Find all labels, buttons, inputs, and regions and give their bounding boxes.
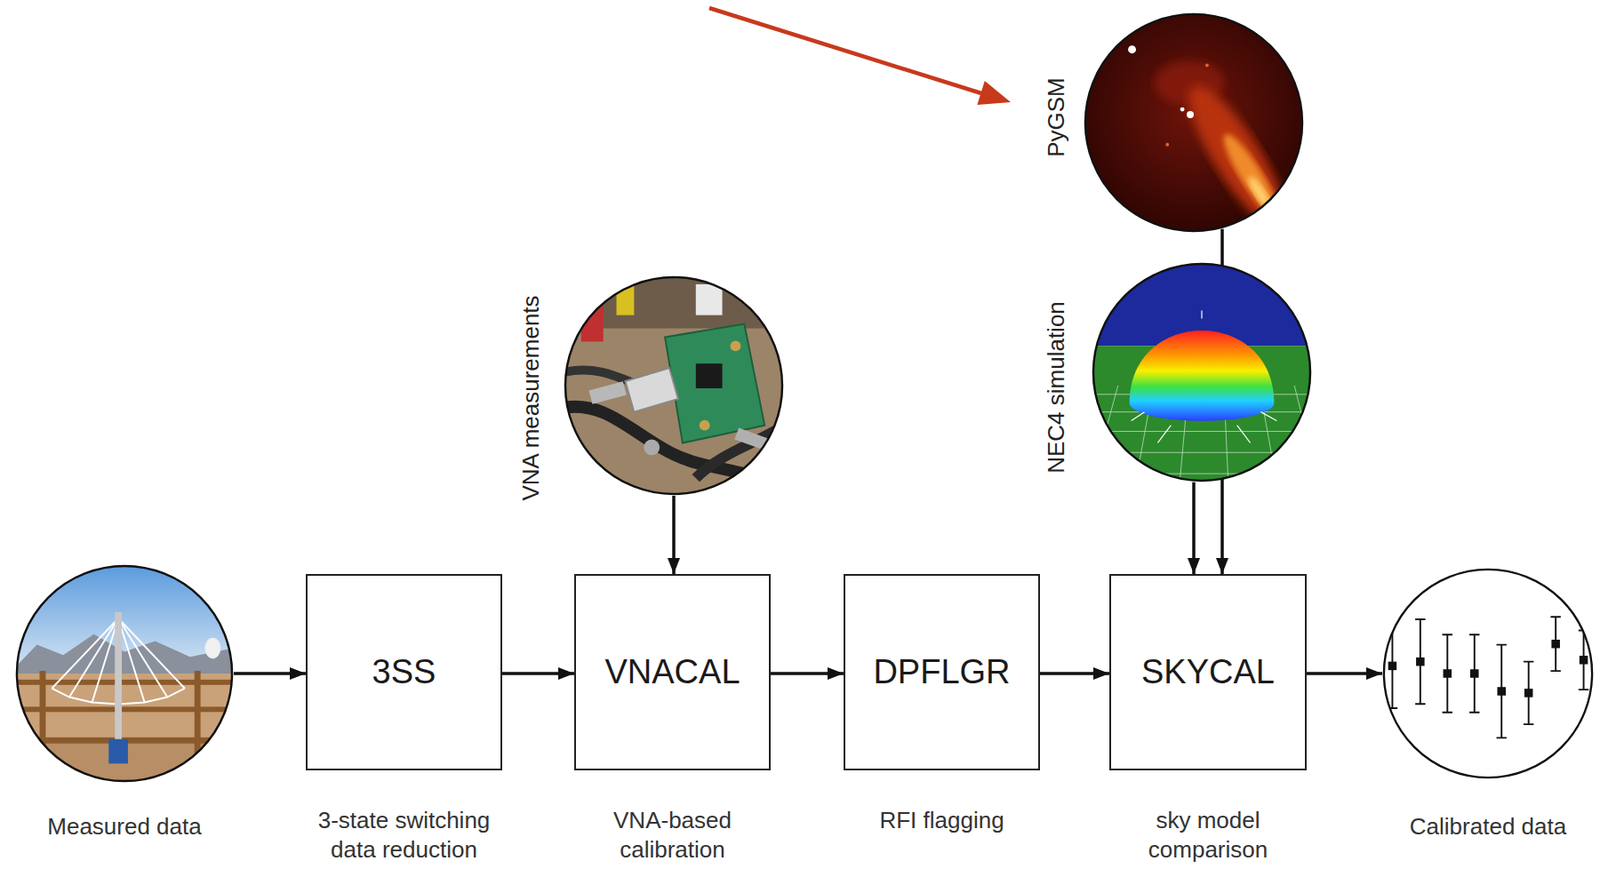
measurement-circle: VNA measurements: [563, 275, 784, 496]
error-bars: [1382, 568, 1594, 780]
antenna-scene: [15, 564, 234, 784]
box-title: SKYCAL: [1141, 653, 1275, 692]
sky-model-circle: PyGSM: [1083, 12, 1304, 233]
vna-scene: [563, 275, 784, 496]
flow-arrow: [1040, 672, 1110, 676]
step-caption: 3-state switching data reduction: [302, 806, 507, 864]
pointer-head: [976, 80, 1011, 105]
output-circle: Calibrated data: [1382, 568, 1594, 780]
vertical-label: PyGSM: [1042, 77, 1071, 158]
process-box: DPFLGRRFI flagging: [843, 574, 1040, 771]
box-title: VNACAL: [604, 653, 740, 692]
vertical-label: NEC4 simulation: [1042, 301, 1071, 474]
circle-caption: Calibrated data: [1385, 812, 1591, 842]
box-title: DPFLGR: [872, 653, 1010, 692]
antenna-photo: [15, 564, 234, 784]
circle-caption: Measured data: [22, 812, 227, 842]
beam-simulation-image: [1091, 262, 1312, 483]
data-points-plot: [1382, 568, 1594, 780]
flow-arrow: [502, 672, 575, 676]
step-caption: sky model comparison: [1105, 806, 1311, 864]
input-circle: Measured data: [15, 564, 234, 784]
step-caption: VNA-based calibration: [570, 806, 776, 864]
process-box: 3SS3-state switching data reduction: [305, 574, 503, 771]
beam-scene: [1091, 262, 1312, 483]
vertical-label: VNA measurements: [517, 295, 545, 501]
flow-arrow: [233, 672, 306, 676]
simulation-circle: NEC4 simulation: [1091, 262, 1312, 483]
flow-arrow: [770, 672, 844, 676]
process-box: SKYCALsky model comparison: [1109, 574, 1307, 771]
flow-arrow: [1192, 482, 1196, 575]
step-caption: RFI flagging: [840, 806, 1045, 836]
pointer-line: [709, 8, 982, 94]
box-title: 3SS: [372, 653, 437, 692]
flow-arrow: [1306, 672, 1383, 676]
flow-arrow: [672, 496, 676, 575]
sky-map: [1083, 12, 1304, 233]
vna-photo: [563, 275, 784, 496]
process-box: VNACALVNA-based calibration: [574, 574, 771, 771]
sky-map-image: [1083, 12, 1304, 233]
